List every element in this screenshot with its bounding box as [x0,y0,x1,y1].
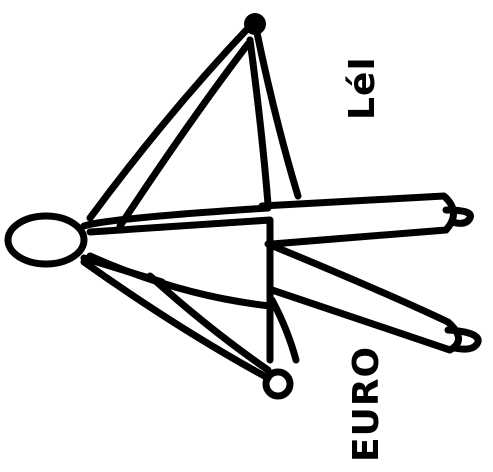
figure-arm-top-inner [120,44,248,226]
label-bottom: EURO [346,346,387,462]
figure-foot-lower [448,330,478,349]
label-top: LéI [342,56,383,120]
figure-arm-bottom-inner [150,276,268,370]
figure-leg-upper [262,196,454,244]
figure-leg-lower [268,244,459,350]
pin-top-dot [244,13,266,35]
figure-arm-bottom-outer [84,262,268,378]
figure-head [8,216,84,264]
pin-bottom-circle [266,372,290,396]
figure-arm-top-outer [90,24,252,218]
figure-arm-bottom-right [272,300,296,360]
